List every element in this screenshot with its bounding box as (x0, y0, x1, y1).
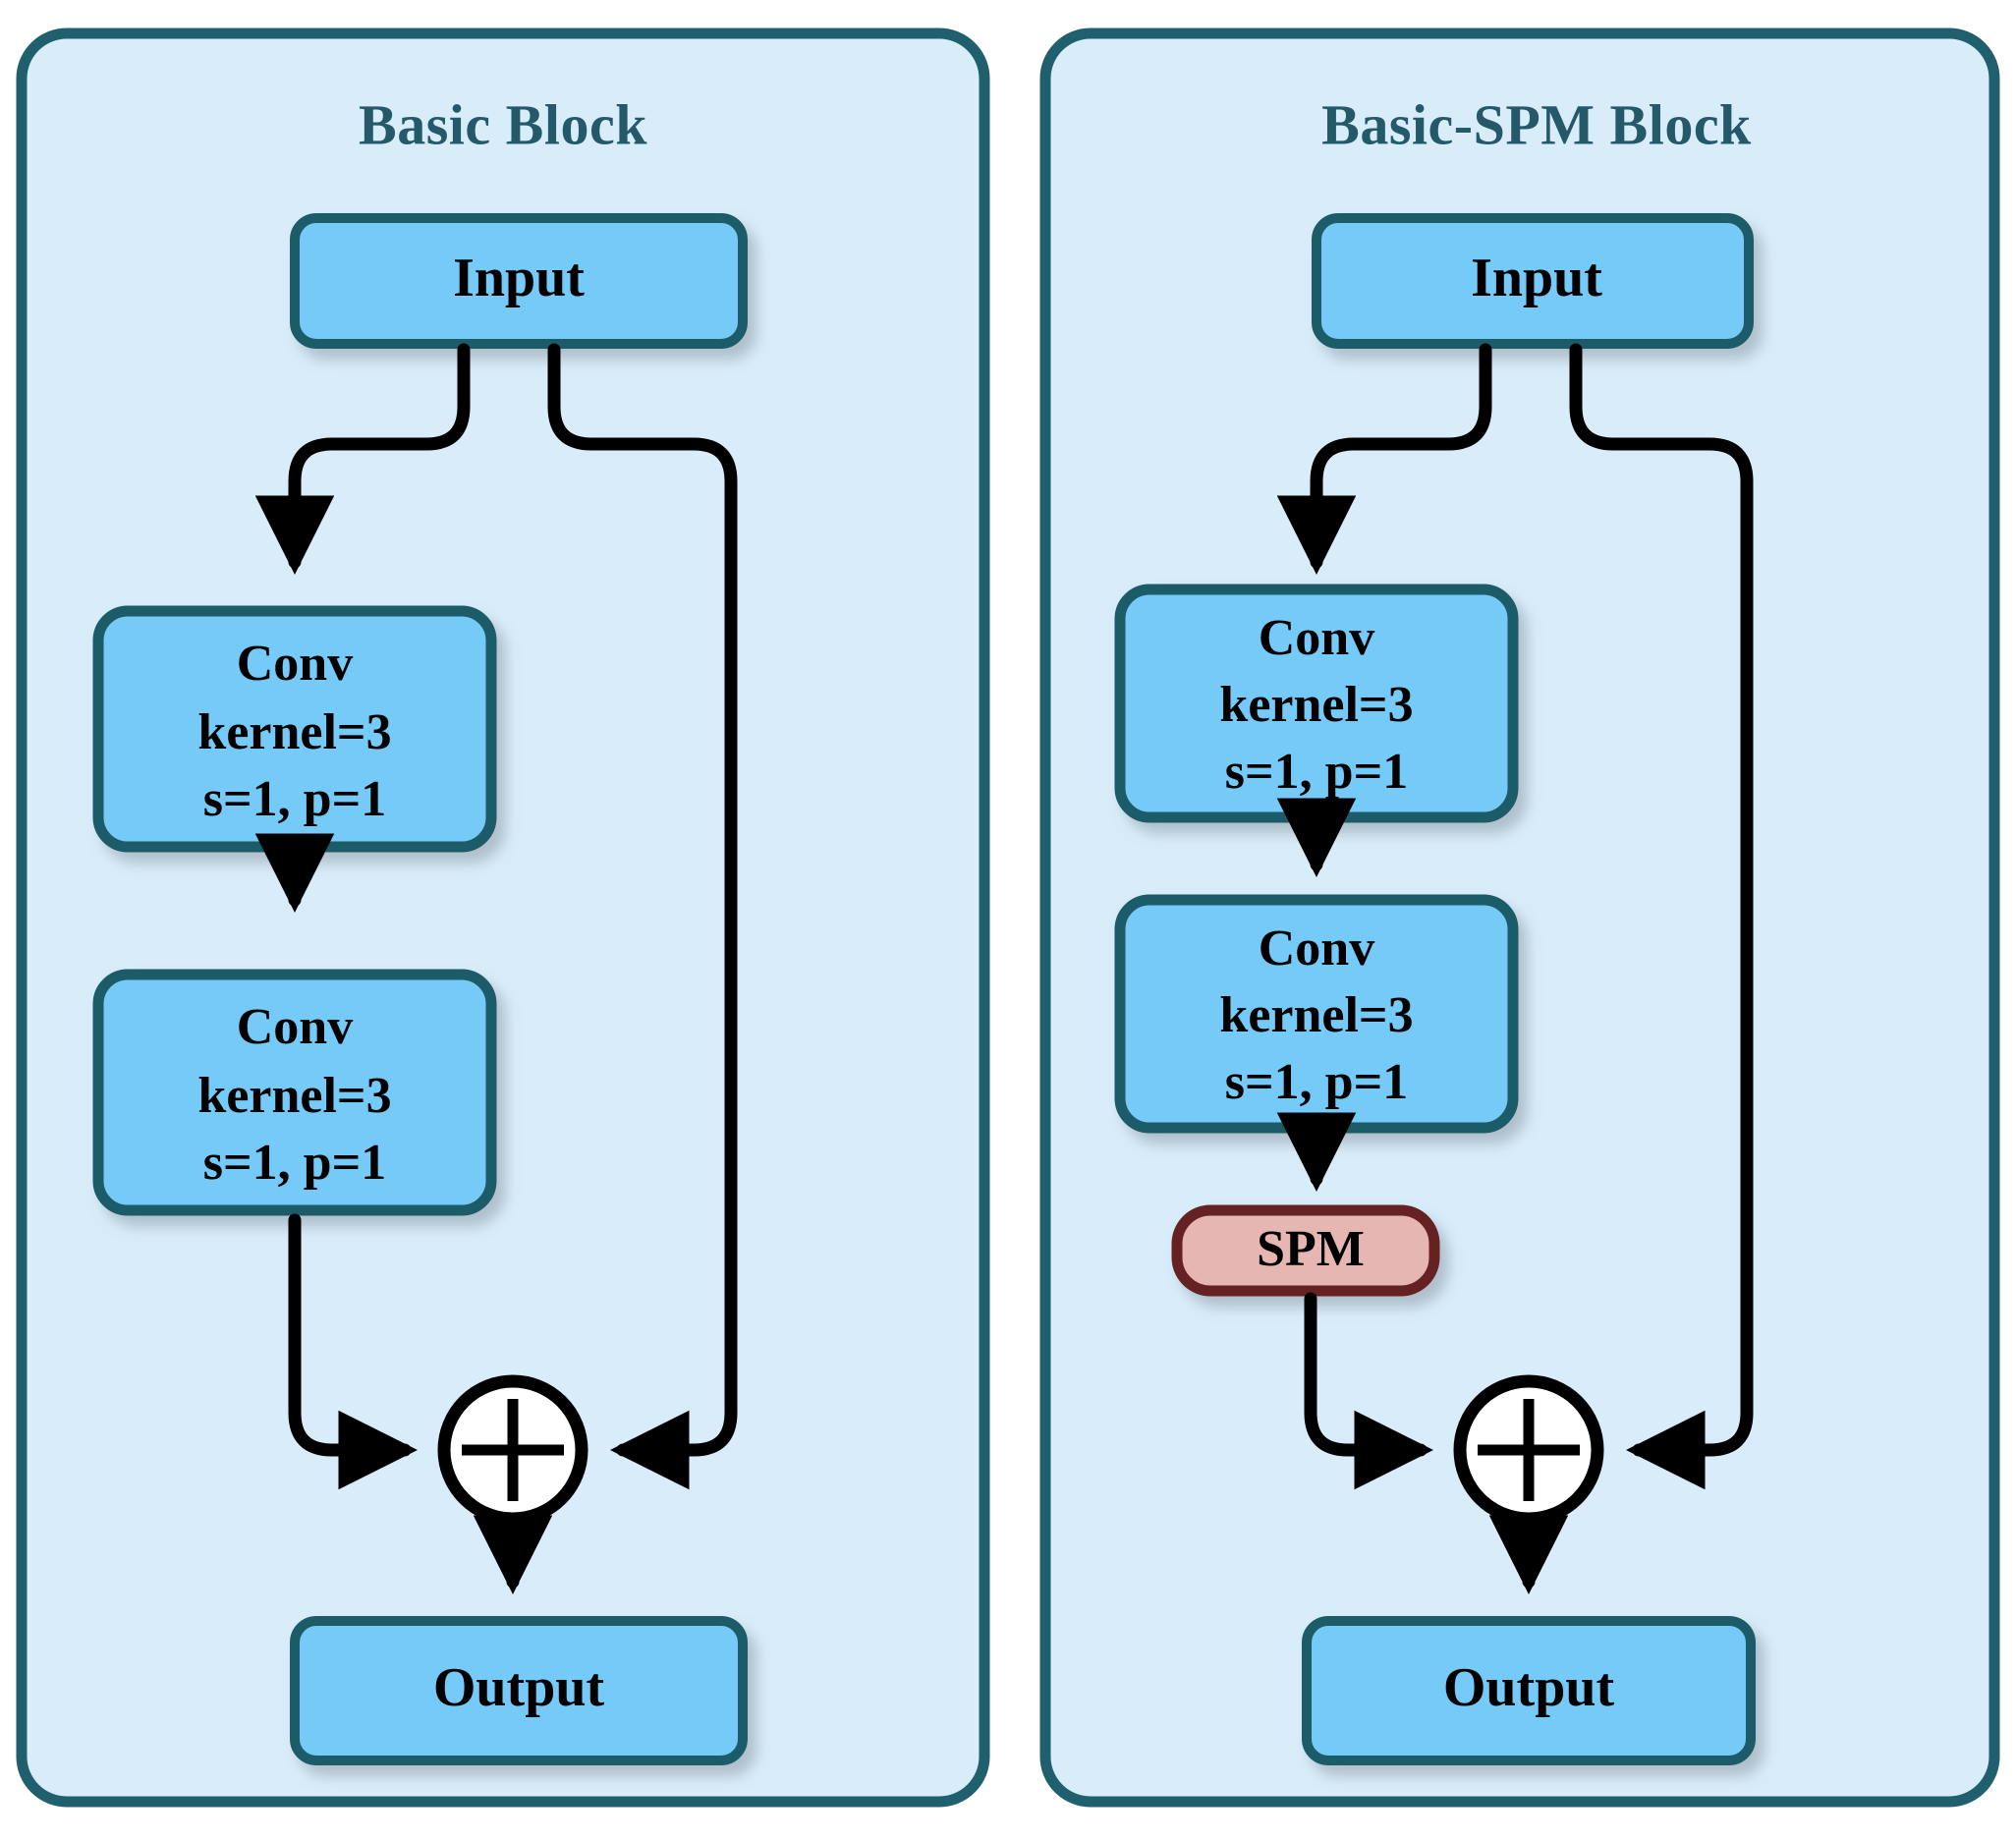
node-conv2-left-line3: s=1, p=1 (203, 1135, 386, 1191)
node-conv1-left-line1: Conv (237, 636, 353, 692)
panel-basic-block: Basic Block Input Conv kernel=3 s=1, p=1… (16, 28, 990, 1808)
node-conv2-left-line1: Conv (237, 999, 353, 1055)
node-conv2-left-line2: kernel=3 (197, 1068, 391, 1124)
node-input-right[interactable]: Input (1312, 213, 1754, 349)
node-conv2-right-line3: s=1, p=1 (1225, 1054, 1408, 1110)
node-conv1-left-line2: kernel=3 (197, 704, 391, 760)
node-input-left-label: Input (453, 248, 585, 308)
node-conv2-right-line2: kernel=3 (1219, 987, 1413, 1043)
edge-input-skip-right (1569, 343, 1754, 1490)
panel-background-right (1039, 28, 2000, 1808)
node-sum-left[interactable] (437, 1374, 588, 1526)
node-spm-label: SPM (1257, 1221, 1365, 1277)
node-conv1-right[interactable]: Conv kernel=3 s=1, p=1 (1114, 584, 1519, 823)
node-input-right-shape (1312, 213, 1754, 349)
node-input-left[interactable]: Input (290, 213, 748, 349)
node-output-right-label: Output (1443, 1657, 1615, 1718)
node-output-right[interactable]: Output (1302, 1616, 1756, 1765)
node-input-left-shape (290, 213, 748, 349)
node-spm[interactable]: SPM (1171, 1204, 1440, 1297)
node-conv2-right-line1: Conv (1259, 920, 1374, 976)
panel-basic-spm-block: Basic-SPM Block Input Conv kernel=3 s=1,… (1039, 28, 2000, 1808)
edge-input-to-conv1-left (254, 343, 471, 576)
edge-input-skip-left (547, 343, 738, 1490)
node-output-left-shape (290, 1616, 748, 1765)
node-sum-right[interactable] (1453, 1374, 1604, 1526)
node-output-right-shape (1302, 1616, 1756, 1765)
node-spm-shape (1171, 1204, 1440, 1297)
node-conv1-right-line3: s=1, p=1 (1225, 744, 1408, 800)
node-conv1-left[interactable]: Conv kernel=3 s=1, p=1 (92, 605, 497, 853)
node-conv2-left-shape (92, 969, 497, 1216)
node-conv2-right[interactable]: Conv kernel=3 s=1, p=1 (1114, 894, 1519, 1134)
node-conv1-right-line1: Conv (1259, 610, 1374, 666)
panel-title-left: Basic Block (359, 92, 647, 156)
node-conv2-left[interactable]: Conv kernel=3 s=1, p=1 (92, 969, 497, 1216)
panel-background-left (16, 28, 990, 1808)
node-input-right-label: Input (1471, 248, 1602, 308)
edge-spm-to-sum-right (1304, 1292, 1434, 1490)
node-conv1-right-line2: kernel=3 (1219, 677, 1413, 733)
edge-conv2-to-sum-left (288, 1213, 419, 1490)
node-output-left[interactable]: Output (290, 1616, 748, 1765)
edge-input-to-conv1-right (1276, 343, 1492, 576)
panel-title-right: Basic-SPM Block (1321, 92, 1752, 156)
node-conv1-left-line3: s=1, p=1 (203, 771, 386, 827)
node-output-left-label: Output (433, 1657, 605, 1718)
